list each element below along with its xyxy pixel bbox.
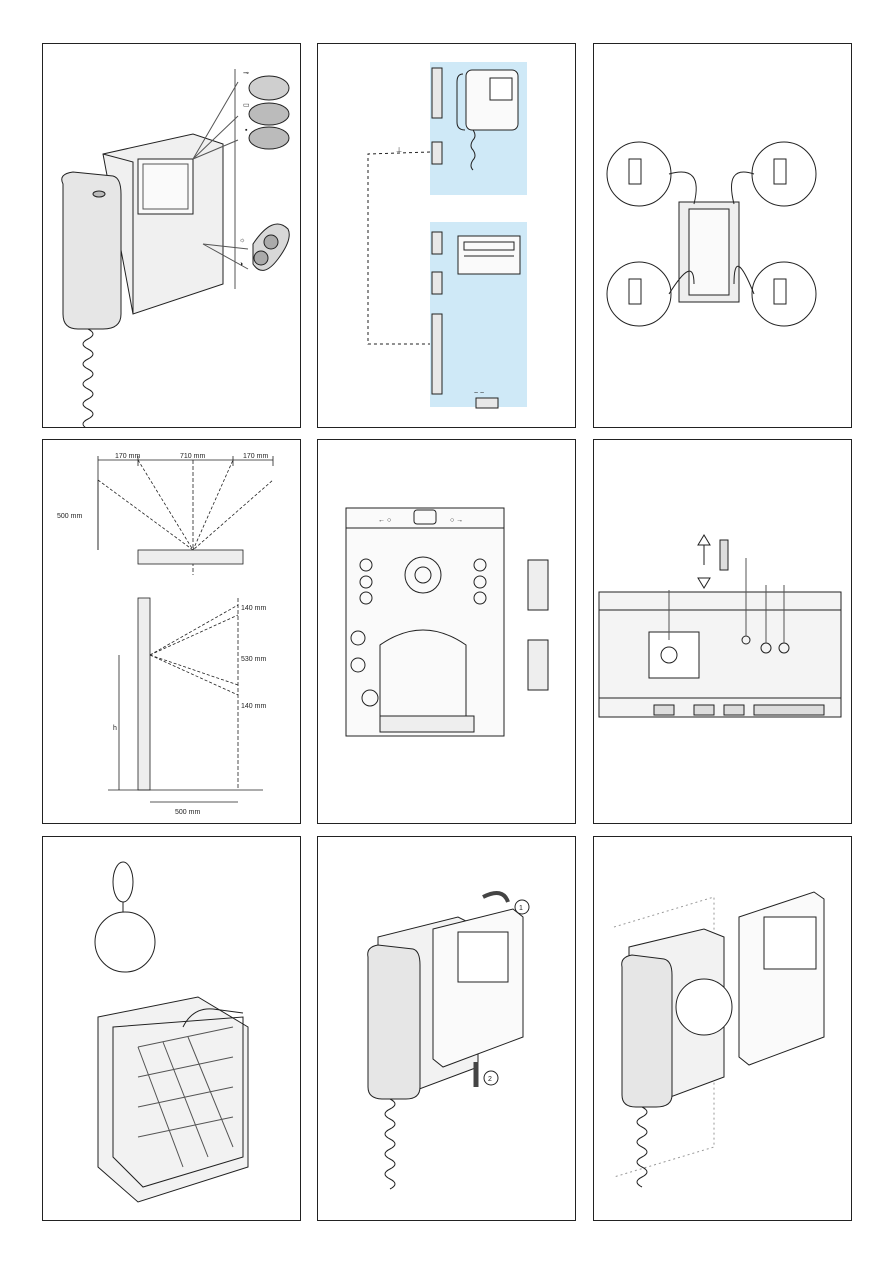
wiring-illustration: ⊥ ~ ~ bbox=[367, 62, 527, 409]
dim-label-140-bottom: 140 mm bbox=[241, 703, 266, 710]
dim-label-170-left: 170 mm bbox=[115, 453, 140, 460]
panel-wiring-diagram: ⊥ ~ ~ bbox=[317, 43, 576, 428]
dim-label-500-floor: 500 mm bbox=[175, 809, 200, 816]
module-illustration: ← ○ ○ → bbox=[345, 507, 549, 737]
dim-label-h: h bbox=[113, 725, 117, 732]
step-2-marker: 2 bbox=[488, 1076, 492, 1083]
svg-text:☼: ☼ bbox=[239, 237, 245, 244]
power-supply-illustration bbox=[598, 534, 842, 718]
svg-text:← ○: ← ○ bbox=[378, 517, 391, 524]
svg-text:~ ~: ~ ~ bbox=[474, 390, 484, 397]
dim-label-140-top: 140 mm bbox=[241, 605, 266, 612]
hinged-illustration bbox=[613, 891, 825, 1188]
panel-detach-monitor: 1 2 bbox=[317, 836, 576, 1221]
panel-bracket-mounting bbox=[593, 43, 852, 428]
detach-illustration: 1 2 bbox=[367, 891, 530, 1190]
dimensions-illustration: 170 mm 710 mm 170 mm 500 mm 140 mm 530 m… bbox=[57, 453, 274, 816]
panel-screwdriver bbox=[42, 836, 301, 1221]
svg-text:▭: ▭ bbox=[243, 102, 250, 109]
svg-text:◑: ◑ bbox=[239, 261, 243, 268]
dim-label-530: 530 mm bbox=[241, 656, 266, 663]
dim-label-710: 710 mm bbox=[180, 453, 205, 460]
dim-label-500-height: 500 mm bbox=[57, 513, 82, 520]
panel-outdoor-module: ← ○ ○ → bbox=[317, 439, 576, 824]
svg-text:▪: ▪ bbox=[245, 127, 248, 134]
monitor-illustration: ⊸ ▭ ▪ ☼ ◑ bbox=[61, 69, 290, 427]
dim-label-170-right: 170 mm bbox=[243, 453, 268, 460]
panel-hinged-open bbox=[593, 836, 852, 1221]
svg-text:⊥: ⊥ bbox=[396, 147, 402, 154]
panel-installation-dimensions: 170 mm 710 mm 170 mm 500 mm 140 mm 530 m… bbox=[42, 439, 301, 824]
step-1-marker: 1 bbox=[519, 905, 523, 912]
panel-monitor-handset: ⊸ ▭ ▪ ☼ ◑ bbox=[42, 43, 301, 428]
bracket-illustration bbox=[606, 141, 817, 327]
svg-text:⊸: ⊸ bbox=[243, 70, 249, 77]
svg-text:○ →: ○ → bbox=[450, 517, 463, 524]
panel-power-supply bbox=[593, 439, 852, 824]
screwdriver-illustration bbox=[94, 861, 249, 1203]
